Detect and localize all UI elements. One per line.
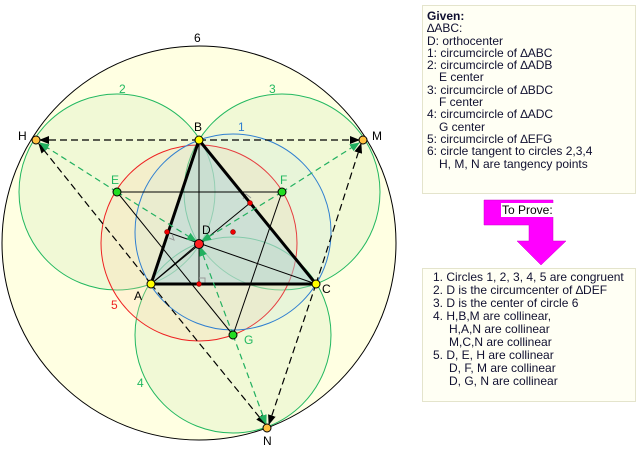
tangency-lines xyxy=(38,136,363,425)
prove-line: 1. Circles 1, 2, 3, 4, 5 are congruent xyxy=(433,270,624,284)
given-line: F center xyxy=(439,95,484,110)
label-m: M xyxy=(372,129,382,143)
prove-line: 5. D, E, H are collinear xyxy=(433,348,554,362)
label-circle-3: 3 xyxy=(269,82,276,96)
prove-line: 2. D is the circumcenter of ∆DEF xyxy=(433,283,608,297)
prove-line: D, G, N are collinear xyxy=(449,374,558,388)
given-line: E center xyxy=(439,70,484,85)
prove-line: M,C,N are collinear xyxy=(449,335,552,349)
given-line: 3: circumcircle of ∆BDC xyxy=(427,82,554,97)
label-f: F xyxy=(280,173,287,187)
prove-line: H,A,N are collinear xyxy=(449,322,550,336)
label-g: G xyxy=(244,333,253,347)
label-circle-2: 2 xyxy=(119,82,126,96)
point-n[interactable] xyxy=(262,423,272,433)
given-line: D: orthocenter xyxy=(427,33,504,48)
label-n: N xyxy=(263,434,272,448)
prove-line: 4. H,B,M are collinear, xyxy=(433,309,552,323)
point-a[interactable] xyxy=(146,279,156,289)
given-line: 5: circumcircle of ∆EFG xyxy=(427,131,553,146)
point-c[interactable] xyxy=(311,279,321,289)
label-b: B xyxy=(194,120,202,134)
given-line: 1: circumcircle of ∆ABC xyxy=(427,45,553,60)
label-circle-6: 6 xyxy=(194,31,201,45)
label-c: C xyxy=(322,282,331,296)
radius-lines xyxy=(39,142,360,425)
given-line: ∆ABC: xyxy=(427,21,463,36)
triangle-abc-fill xyxy=(151,140,316,284)
label-circle-5: 5 xyxy=(111,298,118,312)
given-title: Given: xyxy=(427,9,465,23)
construction-lines xyxy=(116,140,317,336)
given-line: 2: circumcircle of ∆ADB xyxy=(427,58,553,73)
altitude-feet xyxy=(164,200,253,287)
point-g[interactable] xyxy=(228,330,238,340)
prove-line: D, F, M are collinear xyxy=(449,361,556,375)
point-h[interactable] xyxy=(31,135,41,145)
label-e: E xyxy=(111,173,119,187)
label-circle-1: 1 xyxy=(238,120,245,134)
point-f[interactable] xyxy=(277,187,287,197)
given-line: G center xyxy=(439,119,486,134)
prove-panel: 1. Circles 1, 2, 3, 4, 5 are congruent 2… xyxy=(422,268,636,402)
point-d[interactable] xyxy=(194,239,204,249)
label-d: D xyxy=(202,223,211,237)
given-panel: Given: ∆ABC: D: orthocenter 1: circumcir… xyxy=(422,5,636,194)
given-line: 4: circumcircle of ∆ADC xyxy=(427,107,554,122)
point-m[interactable] xyxy=(358,135,368,145)
point-b[interactable] xyxy=(194,135,204,145)
label-a: A xyxy=(134,289,142,303)
label-circle-4: 4 xyxy=(137,376,144,390)
prove-line: 3. D is the center of circle 6 xyxy=(433,296,579,310)
given-line: H, M, N are tangency points xyxy=(439,156,588,171)
label-h: H xyxy=(18,129,27,143)
given-line: 6: circle tangent to circles 2,3,4 xyxy=(427,144,593,159)
point-e[interactable] xyxy=(112,187,122,197)
to-prove-label: To Prove: xyxy=(501,203,554,217)
triangle-abc xyxy=(148,136,320,286)
